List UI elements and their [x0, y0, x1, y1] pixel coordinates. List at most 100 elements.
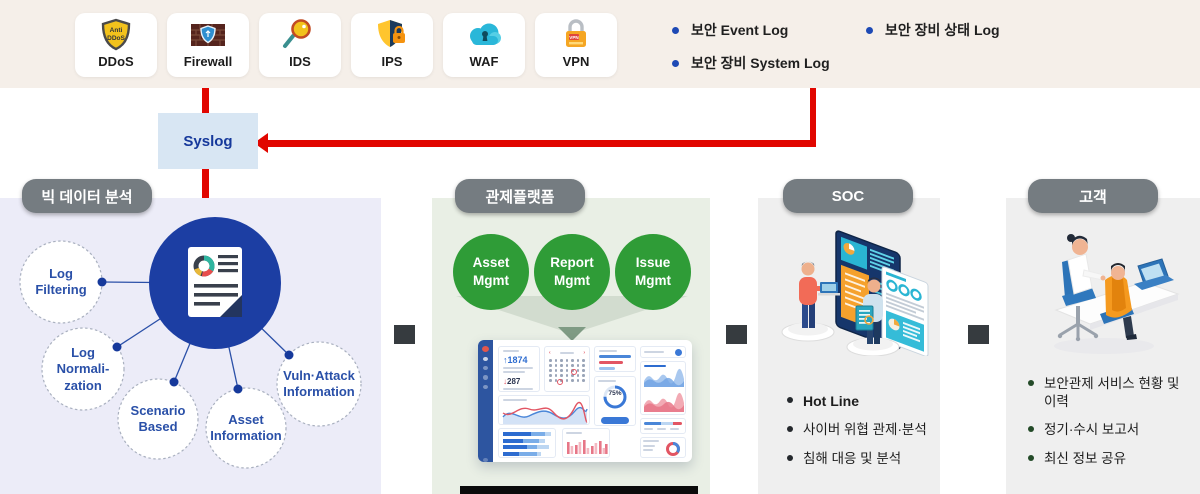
- shield-lock-icon: [378, 20, 405, 47]
- syslog-label: Syslog: [183, 132, 233, 150]
- connector-logs-down: [810, 88, 816, 147]
- donut-card: [640, 437, 686, 458]
- monitoring-dashboard: ↑1874 ↓287 ‹ ›: [478, 340, 692, 462]
- connector-syslog-to-bigdata: [202, 169, 209, 200]
- panel-connector-square: [726, 325, 747, 344]
- star-icon: [483, 375, 488, 380]
- section-label-soc: SOC: [783, 179, 913, 213]
- gear-icon: [483, 384, 488, 389]
- soc-bullet: 사이버 위협 관제·분석: [787, 421, 937, 439]
- vbar-chart: [567, 440, 608, 454]
- svg-text:DDoS: DDoS: [107, 35, 125, 42]
- log-item-label: 보안 장비 System Log: [691, 55, 830, 71]
- calendar-highlight: [557, 379, 563, 385]
- donut-percent-label: 75%: [608, 390, 622, 397]
- platform-funnel: [456, 296, 688, 341]
- progress-card: [594, 346, 636, 372]
- section-label-platform: 관제플랫폼: [455, 179, 585, 213]
- device-card-ips: IPS: [351, 13, 433, 77]
- donut-75-card: 75%: [594, 376, 636, 426]
- panel-connector-square: [968, 325, 989, 344]
- line-chart: [502, 402, 588, 424]
- customer-bullet-list: 보안관제 서비스 현황 및 이력 정기·수시 보고서 최신 정보 공유: [1028, 375, 1186, 467]
- donut-chart: [666, 442, 680, 456]
- search-card: [640, 346, 686, 358]
- stat-up-value: 1874: [507, 355, 528, 365]
- arrow-up-icon: ↑: [503, 355, 508, 365]
- calendar-prev-icon: ‹: [549, 350, 551, 356]
- svg-text:Anti: Anti: [110, 27, 123, 34]
- red-area-chart: [644, 392, 684, 412]
- log-item: 보안 Event Log: [672, 20, 830, 40]
- svg-text:VPN: VPN: [569, 35, 579, 40]
- device-card-firewall: Firewall: [167, 13, 249, 77]
- blue-area-chart: [644, 368, 684, 387]
- connector-devices-to-syslog: [202, 88, 209, 114]
- device-label: WAF: [469, 54, 499, 69]
- report-document-icon: [188, 247, 242, 317]
- device-label: Firewall: [183, 54, 233, 69]
- device-label: IPS: [381, 54, 403, 69]
- log-item: 보안 장비 System Log: [672, 53, 830, 73]
- customer-bullet: 보안관제 서비스 현황 및 이력: [1028, 375, 1186, 410]
- bullet-dot-icon: [1028, 426, 1034, 433]
- soc-bullet-list: Hot Line 사이버 위협 관제·분석 침해 대응 및 분석: [787, 392, 937, 467]
- syslog-box: Syslog: [158, 113, 258, 169]
- device-card-vpn: VPN VPN: [535, 13, 617, 77]
- magnifier-icon: [283, 19, 311, 48]
- bullet-dot-icon: [787, 397, 793, 403]
- search-icon: [675, 348, 682, 356]
- customer-illustration: [1054, 234, 1180, 354]
- apps-icon: [483, 366, 488, 371]
- arrow-down-icon: ↓: [503, 377, 507, 386]
- avatar: [482, 346, 489, 352]
- line-chart-card: [498, 395, 590, 425]
- bullet-dot-icon: [787, 454, 793, 461]
- dashboard-base-bar: [460, 486, 698, 494]
- section-label-bigdata: 빅 데이터 분석: [22, 179, 152, 213]
- cloud-keyhole-icon: [470, 23, 501, 45]
- section-label-customer: 고객: [1028, 179, 1158, 213]
- bigdata-diagram: [19, 217, 362, 469]
- vbar-card: [562, 428, 610, 458]
- dashboard-sidebar: [478, 340, 493, 462]
- bullet-dot-icon: [672, 26, 679, 34]
- bullet-dot-icon: [672, 59, 679, 67]
- calendar-next-icon: ›: [583, 350, 585, 356]
- soc-bullet: 침해 대응 및 분석: [787, 450, 937, 468]
- dashboard-button: [601, 417, 629, 424]
- stat-down-value: 287: [507, 377, 521, 386]
- device-label: IDS: [289, 54, 311, 69]
- device-label: VPN: [562, 54, 590, 69]
- soc-illustration: [781, 230, 929, 356]
- bullet-dot-icon: [1028, 454, 1034, 461]
- bullet-dot-icon: [787, 426, 793, 433]
- anti-ddos-shield-icon: Anti DDoS: [101, 18, 131, 51]
- calendar-card: ‹ ›: [544, 346, 590, 392]
- log-list-column-2: 보안 장비 상태 Log: [866, 20, 1000, 40]
- panel-connector-square: [394, 325, 415, 344]
- padlock-icon: VPN: [566, 19, 586, 47]
- device-card-waf: WAF: [443, 13, 525, 77]
- logout-icon: [483, 457, 488, 462]
- donut-75-chart: [603, 385, 627, 409]
- stats-card: ↑1874 ↓287: [498, 346, 540, 392]
- legend-card: [640, 418, 686, 434]
- customer-bullet: 정기·수시 보고서: [1028, 421, 1186, 439]
- log-item: 보안 장비 상태 Log: [866, 20, 1000, 40]
- device-card-ids: IDS: [259, 13, 341, 77]
- log-item-label: 보안 Event Log: [691, 22, 789, 38]
- calendar-highlight: [571, 369, 577, 375]
- area-charts-card: [640, 361, 686, 415]
- home-icon: [483, 356, 488, 362]
- log-item-label: 보안 장비 상태 Log: [885, 22, 1000, 38]
- log-list-column-1: 보안 Event Log 보안 장비 System Log: [672, 20, 830, 73]
